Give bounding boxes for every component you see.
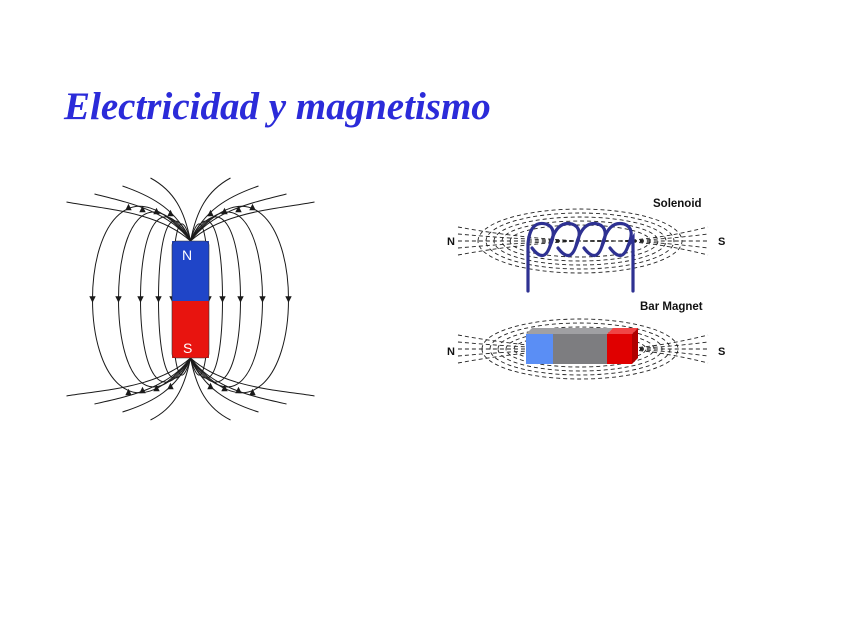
field-arrow bbox=[249, 203, 256, 211]
solenoid-south-label: S bbox=[718, 236, 725, 248]
field-arrow bbox=[237, 296, 244, 303]
field-line bbox=[94, 357, 191, 405]
dashed-field-line bbox=[485, 212, 675, 270]
field-arrow bbox=[207, 209, 214, 217]
field-line bbox=[190, 357, 231, 421]
field-arrow bbox=[155, 296, 162, 303]
magnet-outline bbox=[171, 240, 210, 359]
dashed-field-line bbox=[481, 318, 679, 380]
field-arrow bbox=[221, 384, 228, 392]
field-lines bbox=[66, 177, 315, 421]
field-line bbox=[190, 201, 315, 242]
field-arrow bbox=[89, 296, 96, 303]
bar-magnet-south bbox=[607, 334, 632, 364]
field-line bbox=[190, 185, 259, 242]
field-line bbox=[122, 357, 191, 413]
bar-magnet-north-label: N bbox=[447, 346, 455, 358]
field-arrow bbox=[235, 205, 242, 213]
field-line bbox=[66, 201, 191, 242]
north-pole-label: N bbox=[182, 247, 192, 263]
field-line bbox=[190, 193, 287, 242]
field-arrow bbox=[115, 296, 122, 303]
field-arrow bbox=[167, 382, 174, 390]
field-arrow bbox=[125, 203, 132, 211]
slide-title: Electricidad y magnetismo bbox=[64, 85, 491, 128]
field-arrow bbox=[219, 296, 226, 303]
bar-magnet-3d bbox=[526, 328, 638, 364]
field-arrow bbox=[207, 382, 214, 390]
magnet-north-pole bbox=[172, 241, 209, 301]
field-arrow bbox=[139, 205, 146, 213]
field-arrow bbox=[167, 209, 174, 217]
field-arrow bbox=[153, 384, 160, 392]
field-arrow bbox=[139, 386, 146, 394]
solenoid-bar-magnet-diagram: Solenoid N S Bar Magnet N S bbox=[447, 198, 725, 380]
bar-magnet-field-diagram: N S bbox=[66, 177, 315, 421]
field-arrow bbox=[235, 386, 242, 394]
field-arrow bbox=[249, 388, 256, 396]
bar-magnet-north bbox=[526, 334, 553, 364]
field-line bbox=[94, 193, 191, 242]
field-arrows bbox=[89, 203, 292, 396]
bar-magnet-middle bbox=[553, 334, 607, 364]
field-line bbox=[190, 357, 315, 397]
bar-magnet-label: Bar Magnet bbox=[640, 301, 703, 313]
dashed-field-line bbox=[493, 216, 667, 266]
magnet-south-pole bbox=[172, 301, 209, 358]
field-line bbox=[190, 357, 259, 413]
field-line bbox=[150, 357, 191, 421]
south-pole-label: S bbox=[183, 340, 192, 356]
solenoid-field-lines bbox=[457, 208, 709, 274]
solenoid-north-label: N bbox=[447, 236, 455, 248]
field-line bbox=[190, 357, 287, 405]
field-line bbox=[150, 177, 191, 242]
field-arrow bbox=[137, 296, 144, 303]
bar-magnet-south-label: S bbox=[718, 346, 725, 358]
solenoid-coil bbox=[526, 221, 635, 293]
dashed-field-line bbox=[457, 240, 709, 256]
field-line bbox=[190, 177, 231, 242]
field-arrow bbox=[221, 207, 228, 215]
solenoid-label: Solenoid bbox=[653, 198, 702, 210]
field-arrow bbox=[285, 296, 292, 303]
field-arrow bbox=[153, 207, 160, 215]
field-line bbox=[122, 185, 191, 242]
field-line bbox=[66, 357, 191, 397]
field-arrow bbox=[259, 296, 266, 303]
field-arrow bbox=[125, 388, 132, 396]
